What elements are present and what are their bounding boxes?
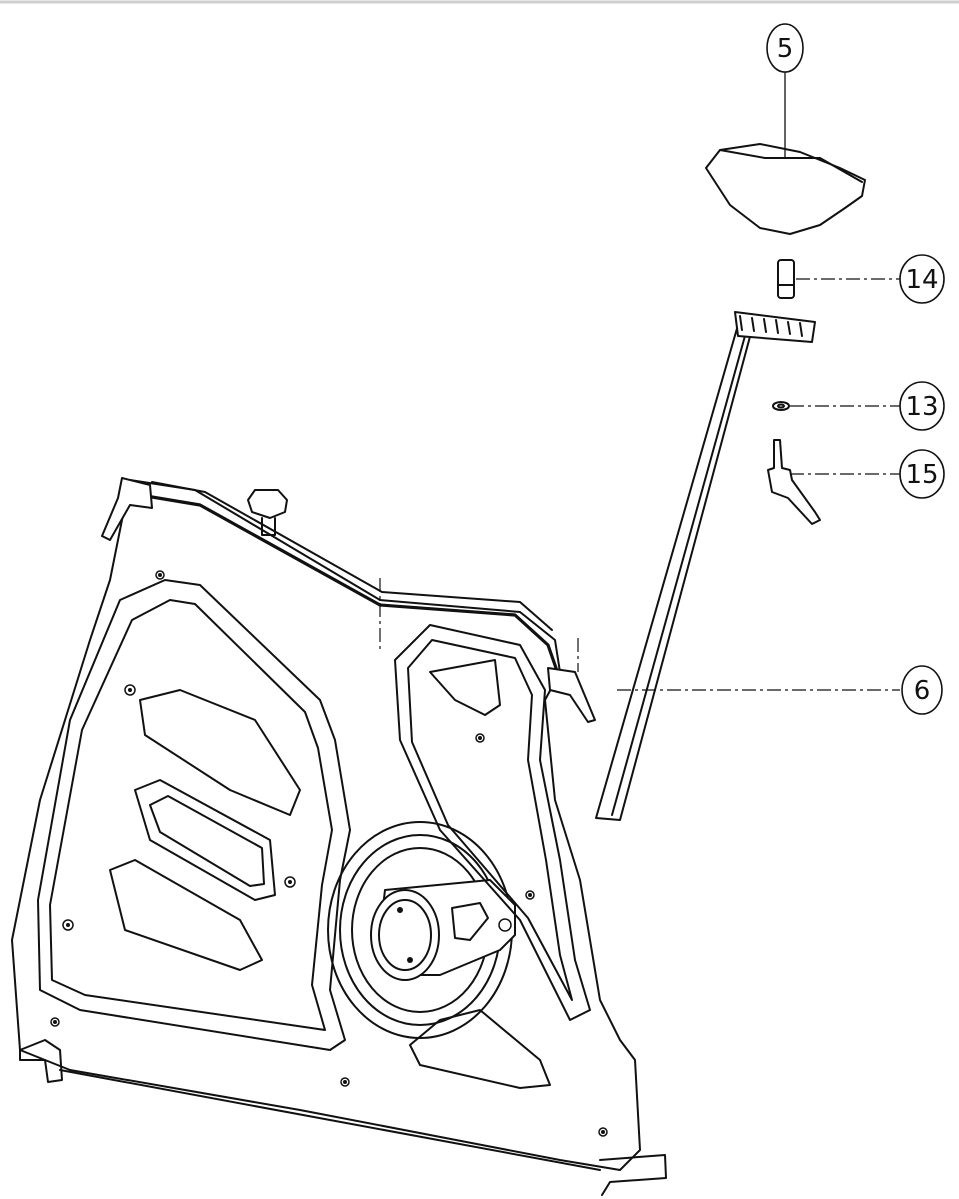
seat-post-adapter (777, 259, 795, 299)
saddle (705, 143, 866, 235)
washer (772, 401, 790, 411)
bike-frame (11, 477, 667, 1196)
callout-5-label: 5 (777, 34, 794, 64)
callout-15-label: 15 (905, 460, 938, 490)
adjustment-lever (767, 439, 821, 525)
seat-post (595, 311, 816, 821)
callout-6: 6 (901, 665, 943, 715)
callout-14-label: 14 (905, 265, 938, 295)
callout-13: 13 (899, 381, 945, 431)
callout-15: 15 (899, 449, 945, 499)
callout-13-label: 13 (905, 392, 938, 422)
leader-lines (617, 71, 900, 691)
callout-5: 5 (766, 23, 804, 73)
callout-6-label: 6 (914, 676, 931, 706)
callout-14: 14 (899, 254, 945, 304)
